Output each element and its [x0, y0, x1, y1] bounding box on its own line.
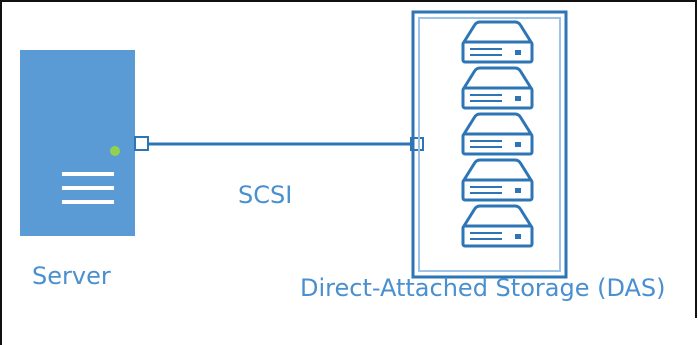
hard-drive-icon: [461, 112, 534, 156]
scsi-connection: [134, 136, 424, 151]
hard-drive-icon: [461, 66, 534, 110]
hard-drive-icon: [461, 20, 534, 64]
scsi-label: SCSI: [238, 181, 293, 209]
server-vent-line: [62, 186, 114, 190]
server-indicator-light: [110, 146, 120, 156]
frame-left-tail: [0, 319, 12, 345]
server-vent-line: [62, 200, 114, 204]
frame-right-edge: [695, 0, 697, 318]
hard-drive-icon: [461, 204, 534, 248]
storage-enclosure: [411, 10, 568, 279]
server-label: Server: [32, 262, 111, 290]
drive-stack: [461, 20, 534, 248]
server-body: [20, 50, 135, 236]
hard-drive-icon: [461, 158, 534, 202]
storage-label: Direct-Attached Storage (DAS): [300, 274, 666, 302]
server-vent-line: [62, 172, 114, 176]
storage-enclosure-border: [411, 10, 568, 279]
server-port: [134, 136, 149, 151]
storage-enclosure-inner: [418, 17, 561, 272]
server-icon: [20, 50, 135, 236]
